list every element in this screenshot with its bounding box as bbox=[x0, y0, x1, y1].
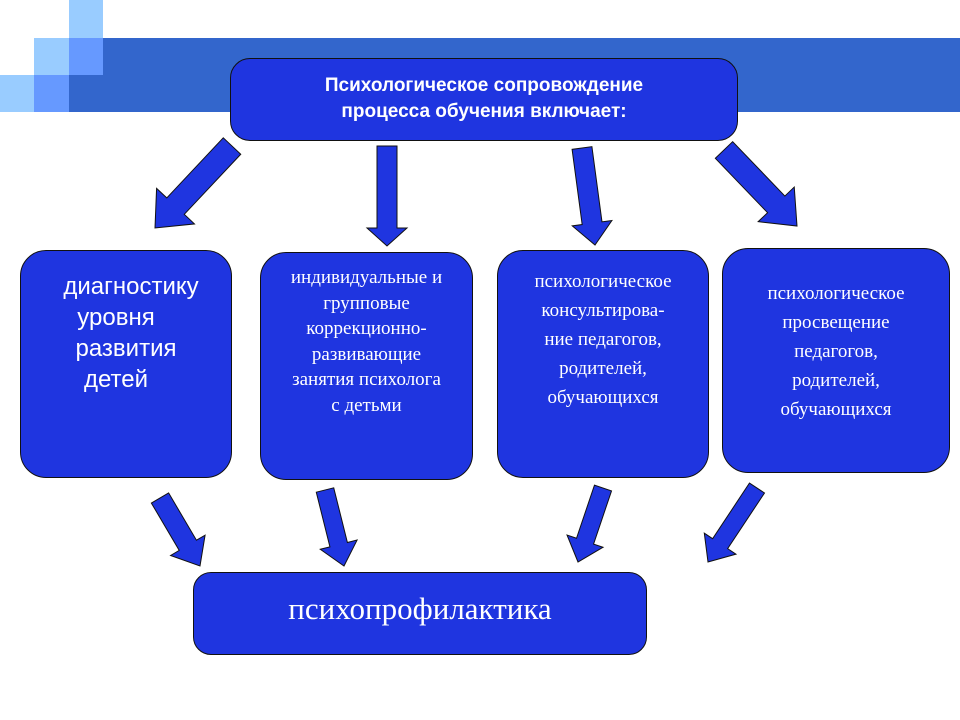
box-line: родителей, bbox=[792, 370, 880, 391]
title-box: Психологическое сопровождение процесса о… bbox=[230, 58, 738, 141]
decor-square bbox=[69, 38, 103, 75]
box-line: ние педагогов, bbox=[544, 329, 662, 350]
arrow-icon bbox=[365, 145, 409, 247]
box-line: детей bbox=[83, 366, 149, 393]
box-line: психологическое bbox=[534, 271, 672, 292]
box-line: педагогов, bbox=[794, 341, 878, 362]
arrow-icon bbox=[571, 146, 613, 246]
box-line: обучающихся bbox=[780, 399, 892, 420]
decor-square bbox=[34, 38, 69, 75]
box-line: групповые bbox=[323, 292, 410, 314]
box-line: уровня bbox=[77, 304, 155, 331]
decor-square bbox=[34, 75, 69, 112]
box-line: диагностику bbox=[63, 273, 199, 300]
box-line: родителей, bbox=[559, 358, 647, 379]
box-consulting: психологическое консультирова- ние педаг… bbox=[497, 250, 709, 478]
box-line: с детьми bbox=[331, 394, 402, 416]
arrow-icon bbox=[714, 140, 798, 227]
arrow-icon bbox=[703, 482, 766, 563]
box-line: развивающие bbox=[311, 343, 422, 365]
arrow-icon bbox=[154, 137, 242, 229]
arrow-icon bbox=[150, 492, 206, 567]
box-line: консультирова- bbox=[541, 300, 665, 321]
title-line: Психологическое сопровождение bbox=[324, 75, 644, 96]
bottom-label: психопрофилактика bbox=[288, 591, 552, 626]
box-prevention: психопрофилактика bbox=[193, 572, 647, 655]
box-correction: индивидуальные и групповые коррекционно-… bbox=[260, 252, 473, 480]
arrow-icon bbox=[566, 484, 613, 563]
box-diagnostics: диагностику уровня развития детей bbox=[20, 250, 232, 478]
box-line: психологическое bbox=[767, 283, 905, 304]
box-line: просвещение bbox=[782, 312, 890, 333]
box-education: психологическое просвещение педагогов, р… bbox=[722, 248, 950, 473]
decor-square bbox=[69, 0, 103, 38]
box-line: развития bbox=[75, 335, 177, 362]
arrow-icon bbox=[315, 487, 359, 567]
title-line: процесса обучения включает: bbox=[341, 101, 627, 122]
box-line: занятия психолога bbox=[292, 369, 441, 390]
decor-square bbox=[0, 75, 34, 112]
box-line: индивидуальные и bbox=[290, 267, 443, 288]
box-line: обучающихся bbox=[547, 387, 659, 408]
box-line: коррекционно- bbox=[306, 318, 427, 339]
